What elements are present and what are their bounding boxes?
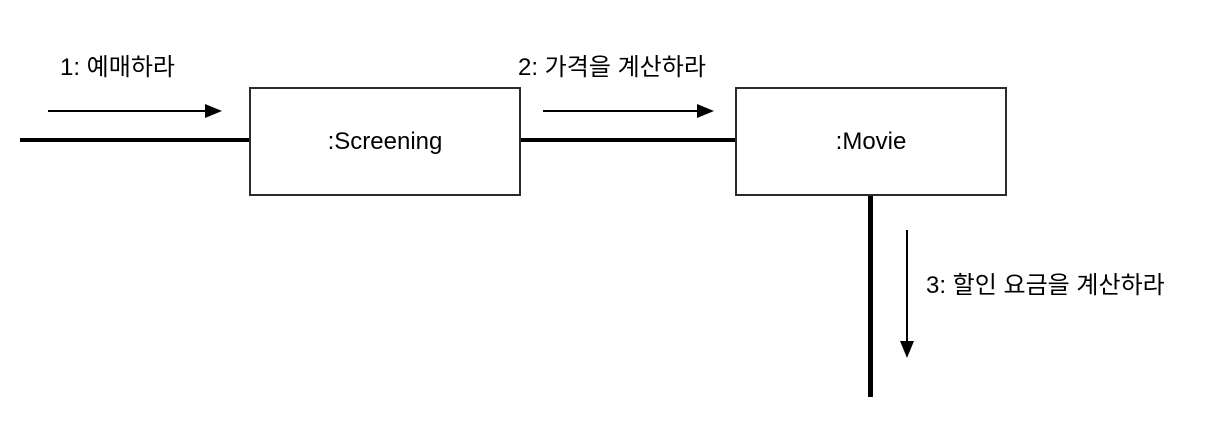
message-2-arrow-right-icon — [697, 104, 714, 118]
message-3-label: 3: 할인 요금을 계산하라 — [926, 272, 1165, 299]
link-line-actor-to-screening — [20, 138, 249, 142]
message-1-arrow-right-icon — [205, 104, 222, 118]
object-label-movie: :Movie — [835, 127, 907, 155]
message-2-arrow-shaft — [543, 110, 698, 112]
message-2-label: 2: 가격을 계산하라 — [518, 54, 706, 81]
message-3-arrow-shaft — [906, 230, 908, 342]
object-box-screening: :Screening — [249, 87, 521, 196]
object-box-movie: :Movie — [735, 87, 1007, 196]
message-1-arrow-shaft — [48, 110, 206, 112]
message-1-label: 1: 예매하라 — [60, 54, 176, 81]
link-line-movie-downward — [868, 196, 873, 397]
message-3-arrow-down-icon — [900, 341, 914, 358]
link-line-screening-to-movie — [521, 138, 735, 142]
object-label-screening: :Screening — [327, 127, 443, 155]
